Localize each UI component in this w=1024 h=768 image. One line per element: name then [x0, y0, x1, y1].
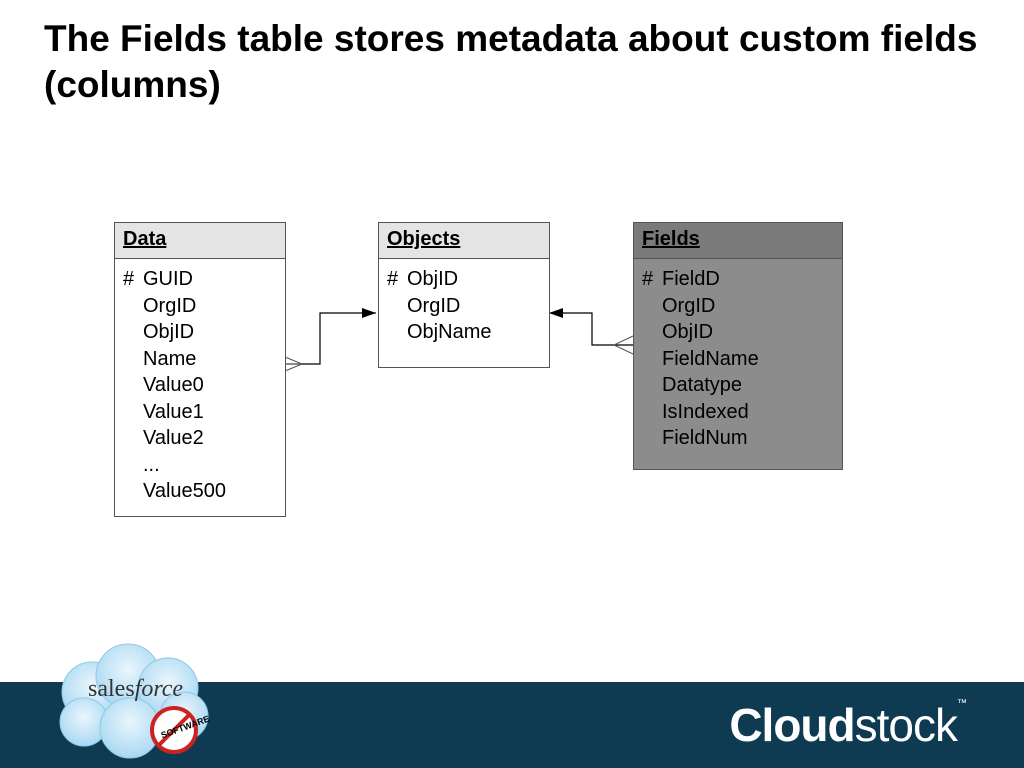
crowfoot-fields [613, 335, 634, 355]
field-orgid: OrgID [407, 294, 461, 317]
field-row: Value1 [123, 399, 285, 426]
data-objects-connector [285, 312, 376, 365]
field-guid: GUID [143, 268, 193, 290]
entity-data-fields: #GUID OrgID ObjID Name Value0 Value1 Val… [115, 259, 285, 505]
entity-fields-fields: #FieldD OrgID ObjID FieldName Datatype I… [634, 259, 842, 452]
field-value2: Value2 [143, 427, 204, 449]
field-fieldnum: FieldNum [662, 427, 748, 449]
field-row: FieldNum [642, 425, 842, 452]
field-row: FieldName [642, 346, 842, 373]
software-badge-icon: SOFTWARE [150, 706, 211, 754]
field-objid: ObjID [143, 321, 195, 343]
fields-objects-connector [549, 312, 633, 346]
entity-data-header: Data [115, 223, 285, 259]
slide-title: The Fields table stores metadata about c… [44, 18, 978, 105]
field-row: IsIndexed [642, 399, 842, 426]
field-fieldid: FieldD [662, 268, 720, 290]
brand-light: stock [854, 699, 958, 751]
field-row: Value0 [123, 372, 285, 399]
field-row: Datatype [642, 372, 842, 399]
field-row: ObjID [642, 319, 842, 346]
field-row: Name [123, 346, 285, 373]
entity-objects-fields: #ObjID OrgID ObjName [379, 259, 549, 346]
field-row: OrgID [642, 293, 842, 320]
arrowhead-to-objects-right [549, 308, 563, 318]
salesforce-wordmark-force: force [134, 676, 184, 702]
field-orgid: OrgID [143, 294, 197, 317]
field-orgid: OrgID [662, 294, 716, 317]
field-name: Name [143, 347, 197, 370]
field-row: #GUID [123, 268, 193, 290]
field-objid: ObjID [662, 321, 714, 343]
field-value500: Value500 [143, 480, 227, 502]
cloudstock-logo: Cloudstock™ [729, 698, 967, 752]
field-ellipsis: ... [143, 453, 160, 476]
arrowhead-to-objects [362, 308, 376, 318]
entity-data: Data #GUID OrgID ObjID Name Value0 Value… [114, 222, 286, 517]
field-row: OrgID [387, 293, 549, 320]
field-row: OrgID [123, 293, 285, 320]
field-objname: ObjName [407, 321, 492, 343]
crowfoot-data [284, 356, 303, 372]
entity-objects-header: Objects [379, 223, 549, 259]
brand-trademark: ™ [957, 698, 967, 709]
salesforce-wordmark: salesforce [88, 676, 183, 703]
salesforce-cloud-logo: SOFTWARE [59, 643, 211, 759]
field-value0: Value0 [143, 374, 204, 396]
field-row: ObjName [387, 319, 549, 346]
field-row: ObjID [123, 319, 285, 346]
field-datatype: Datatype [662, 374, 743, 396]
field-isindexed: IsIndexed [662, 400, 749, 423]
field-row: Value2 [123, 425, 285, 452]
field-row: #ObjID [387, 268, 459, 290]
entity-fields: Fields #FieldD OrgID ObjID FieldName Dat… [633, 222, 843, 470]
field-fieldname: FieldName [662, 347, 759, 370]
salesforce-wordmark-sales: sales [88, 676, 135, 702]
brand-bold: Cloud [729, 699, 855, 751]
entity-objects: Objects #ObjID OrgID ObjName [378, 222, 550, 368]
field-row: Value500 [123, 478, 285, 505]
field-objid: ObjID [407, 268, 459, 290]
field-row: ... [123, 452, 285, 479]
field-row: #FieldD [642, 268, 720, 290]
relationship-connectors [284, 308, 634, 372]
field-value1: Value1 [143, 400, 204, 423]
entity-fields-header: Fields [634, 223, 842, 259]
